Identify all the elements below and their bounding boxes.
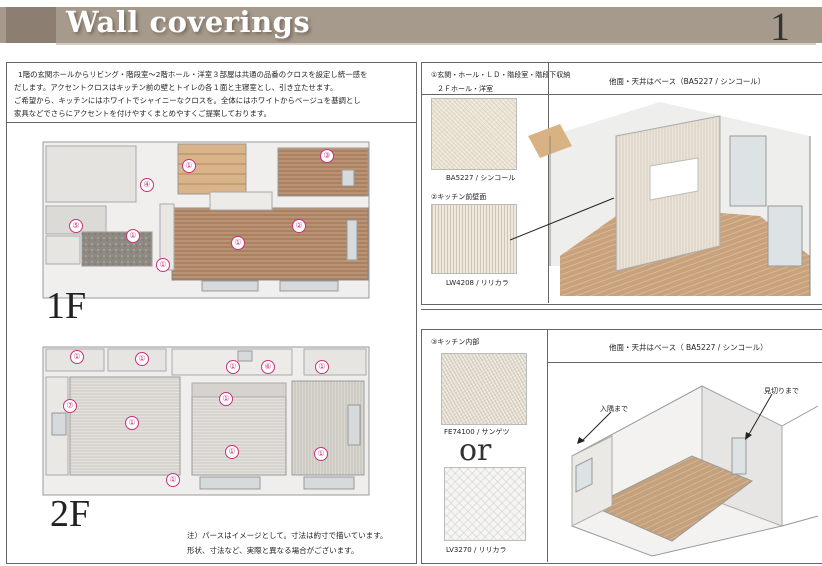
page-number: 1	[770, 4, 790, 49]
kitchen-front-label: ②キッチン前壁面	[431, 193, 487, 201]
swatch-code-2: LW4208 / リリカラ	[446, 279, 509, 287]
marker-2f-room-c: ①	[315, 360, 329, 374]
area-label-1b: ２Ｆホール・洋室	[437, 85, 493, 93]
marker-1f-left-room: ④	[140, 178, 154, 192]
marker-2f-hall: ①	[226, 360, 240, 374]
swatch-code-3: FE74100 / サンゲツ	[444, 428, 510, 436]
marker-2f-room-b: ①	[135, 352, 149, 366]
area-label-1: ①玄関・ホール・ＬＤ・階段室・階段下収納	[431, 71, 571, 79]
marker-2f-room-a: ①	[70, 350, 84, 364]
intro-line-3: ご希望から、キッチンにはホワイトでシャイニーなクロスを。全体にはホワイトからベー…	[14, 96, 361, 105]
callout-line-1	[510, 197, 615, 241]
right-top-header-line	[421, 94, 822, 95]
base-note-1: 他面・天井はベース（BA5227 / シンコール）	[609, 77, 766, 86]
right-panels-spacer-line	[421, 309, 822, 310]
header-underline	[56, 43, 816, 45]
callout-right-text: 見切りまで	[764, 387, 799, 395]
swatch-lw4208	[431, 204, 517, 274]
ld-perspective-illustration	[528, 102, 811, 296]
right-bottom-divider	[547, 329, 548, 562]
right-top-divider	[548, 62, 549, 303]
swatch-fe74100	[441, 353, 527, 425]
marker-1f-upper-right: ③	[320, 149, 334, 163]
intro-text: 1階の玄関ホールからリビング・階段室～2階ホール・洋室３部屋は共通の品番のクロス…	[14, 68, 414, 120]
callout-left-text: 入隅まで	[600, 405, 628, 413]
marker-1f-corridor: ①	[156, 258, 170, 272]
intro-divider	[6, 122, 416, 123]
callout-left-arrow	[577, 411, 612, 444]
right-bottom-header-line	[547, 362, 822, 363]
marker-2f-master: ⑦	[63, 399, 77, 413]
marker-1f-stair: ①	[182, 159, 196, 173]
header-bar	[0, 7, 822, 43]
floor-plan-1f-illustration	[42, 141, 370, 299]
note-line-2: 形状、寸法など、実際と異なる場合がございます。	[187, 546, 359, 555]
marker-2f-mid-room: ①	[225, 445, 239, 459]
header-tab	[6, 7, 56, 43]
marker-2f-left-room: ①	[125, 416, 139, 430]
swatch-code-1: BA5227 / シンコール	[446, 174, 516, 182]
intro-line-2: だします。アクセントクロスはキッチン前の壁とトイレの各１面と主寝室とし、引き立た…	[14, 83, 338, 92]
marker-2f-stair: ①	[166, 473, 180, 487]
callout-right-arrow	[745, 393, 773, 440]
marker-1f-toilet: ⑤	[69, 219, 83, 233]
floor-label-2f: 2F	[50, 493, 91, 535]
marker-2f-toilet: ⑥	[261, 360, 275, 374]
page-title: Wall coverings	[66, 5, 311, 39]
marker-2f-mid-top: ①	[219, 392, 233, 406]
marker-1f-kitchen-wall: ②	[292, 219, 306, 233]
swatch-ba5227	[431, 98, 517, 170]
base-note-2: 他面・天井はベース（ BA5227 / シンコール）	[609, 343, 768, 352]
area-label-3: ③キッチン内部	[431, 338, 480, 346]
intro-line-1: 1階の玄関ホールからリビング・階段室～2階ホール・洋室３部屋は共通の品番のクロス…	[18, 70, 368, 79]
swatch-lv3270	[444, 467, 526, 541]
marker-1f-hall: ①	[126, 229, 140, 243]
intro-line-4: 家具などでさらにアクセントを付けやすくまとめやすくご提案しております。	[14, 109, 271, 118]
swatch-code-4: LV3270 / リリカラ	[446, 546, 507, 554]
note-line-1: 注）パースはイメージとして。寸法は約寸で描いています。	[187, 531, 388, 540]
kitchen-perspective-illustration	[571, 385, 819, 557]
floor-label-1f: 1F	[46, 285, 87, 327]
or-text: or	[459, 433, 492, 468]
marker-1f-living: ①	[231, 236, 245, 250]
marker-2f-right-room: ①	[314, 447, 328, 461]
